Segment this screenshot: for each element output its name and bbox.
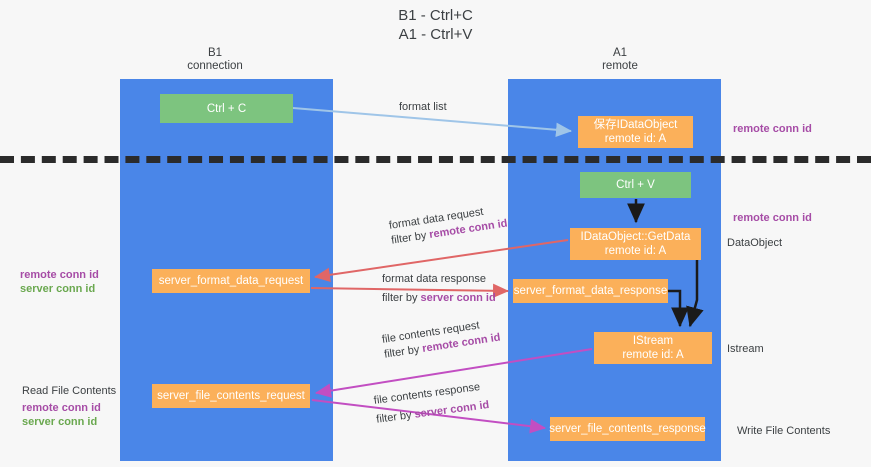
- annotation-server-conn-id: server conn id: [20, 283, 96, 295]
- edge-label-file-contents-response-group: file contents response filter by server …: [373, 379, 490, 428]
- node-server-file-contents-response[interactable]: server_file_contents_response: [549, 417, 706, 441]
- edge-label-format-data-response-group: format data response filter by server co…: [382, 272, 496, 306]
- annotation-remote-conn-id-top: remote conn id: [733, 123, 812, 135]
- annotation-remote-conn-id: remote conn id: [22, 402, 101, 414]
- annotation-remote-conn-id-middle: remote conn id: [733, 212, 812, 224]
- filter-by-text: filter by: [375, 408, 416, 426]
- filter-by-text: filter by: [382, 292, 421, 304]
- edge-label-file-contents-request-group: file contents request filter by remote c…: [381, 316, 502, 363]
- node-server-file-contents-request[interactable]: server_file_contents_request: [152, 384, 310, 408]
- phase-divider: [0, 156, 871, 163]
- column-header-a1: A1 remote: [602, 47, 638, 72]
- node-server-format-data-response[interactable]: server_format_data_response: [513, 279, 668, 303]
- edge-label-filter-server-conn-id: filter by server conn id: [382, 291, 496, 306]
- label-istream: Istream: [727, 343, 764, 355]
- edge-label-format-data-request-group: format data request filter by remote con…: [388, 202, 509, 249]
- node-server-format-data-request[interactable]: server_format_data_request: [152, 269, 310, 293]
- node-idataobject-getdata[interactable]: IDataObject::GetData remote id: A: [570, 228, 701, 260]
- label-dataobject: DataObject: [727, 237, 783, 249]
- annotation-remote-conn-id: remote conn id: [20, 269, 99, 281]
- diagram-title: B1 - Ctrl+C A1 - Ctrl+V: [398, 7, 473, 43]
- node-istream[interactable]: IStream remote id: A: [594, 332, 712, 364]
- label-write-file-contents: Write File Contents: [737, 425, 831, 437]
- node-ctrl-v[interactable]: Ctrl + V: [580, 172, 691, 198]
- label-read-file-contents: Read File Contents: [22, 385, 117, 397]
- node-save-idataobject[interactable]: 保存IDataObject remote id: A: [578, 116, 693, 148]
- node-ctrl-c[interactable]: Ctrl + C: [160, 94, 293, 123]
- column-header-b1: B1 connection: [187, 47, 243, 72]
- edge-label-format-list: format list: [399, 101, 447, 113]
- annotation-server-conn-id: server conn id: [22, 416, 98, 428]
- filter-key-server-conn-id: server conn id: [420, 292, 496, 304]
- annotation-conn-ids-middle: remote conn id server conn id: [20, 268, 99, 296]
- annotation-conn-ids-bottom: remote conn id server conn id: [22, 401, 101, 429]
- edge-label-format-data-response: format data response: [382, 273, 486, 285]
